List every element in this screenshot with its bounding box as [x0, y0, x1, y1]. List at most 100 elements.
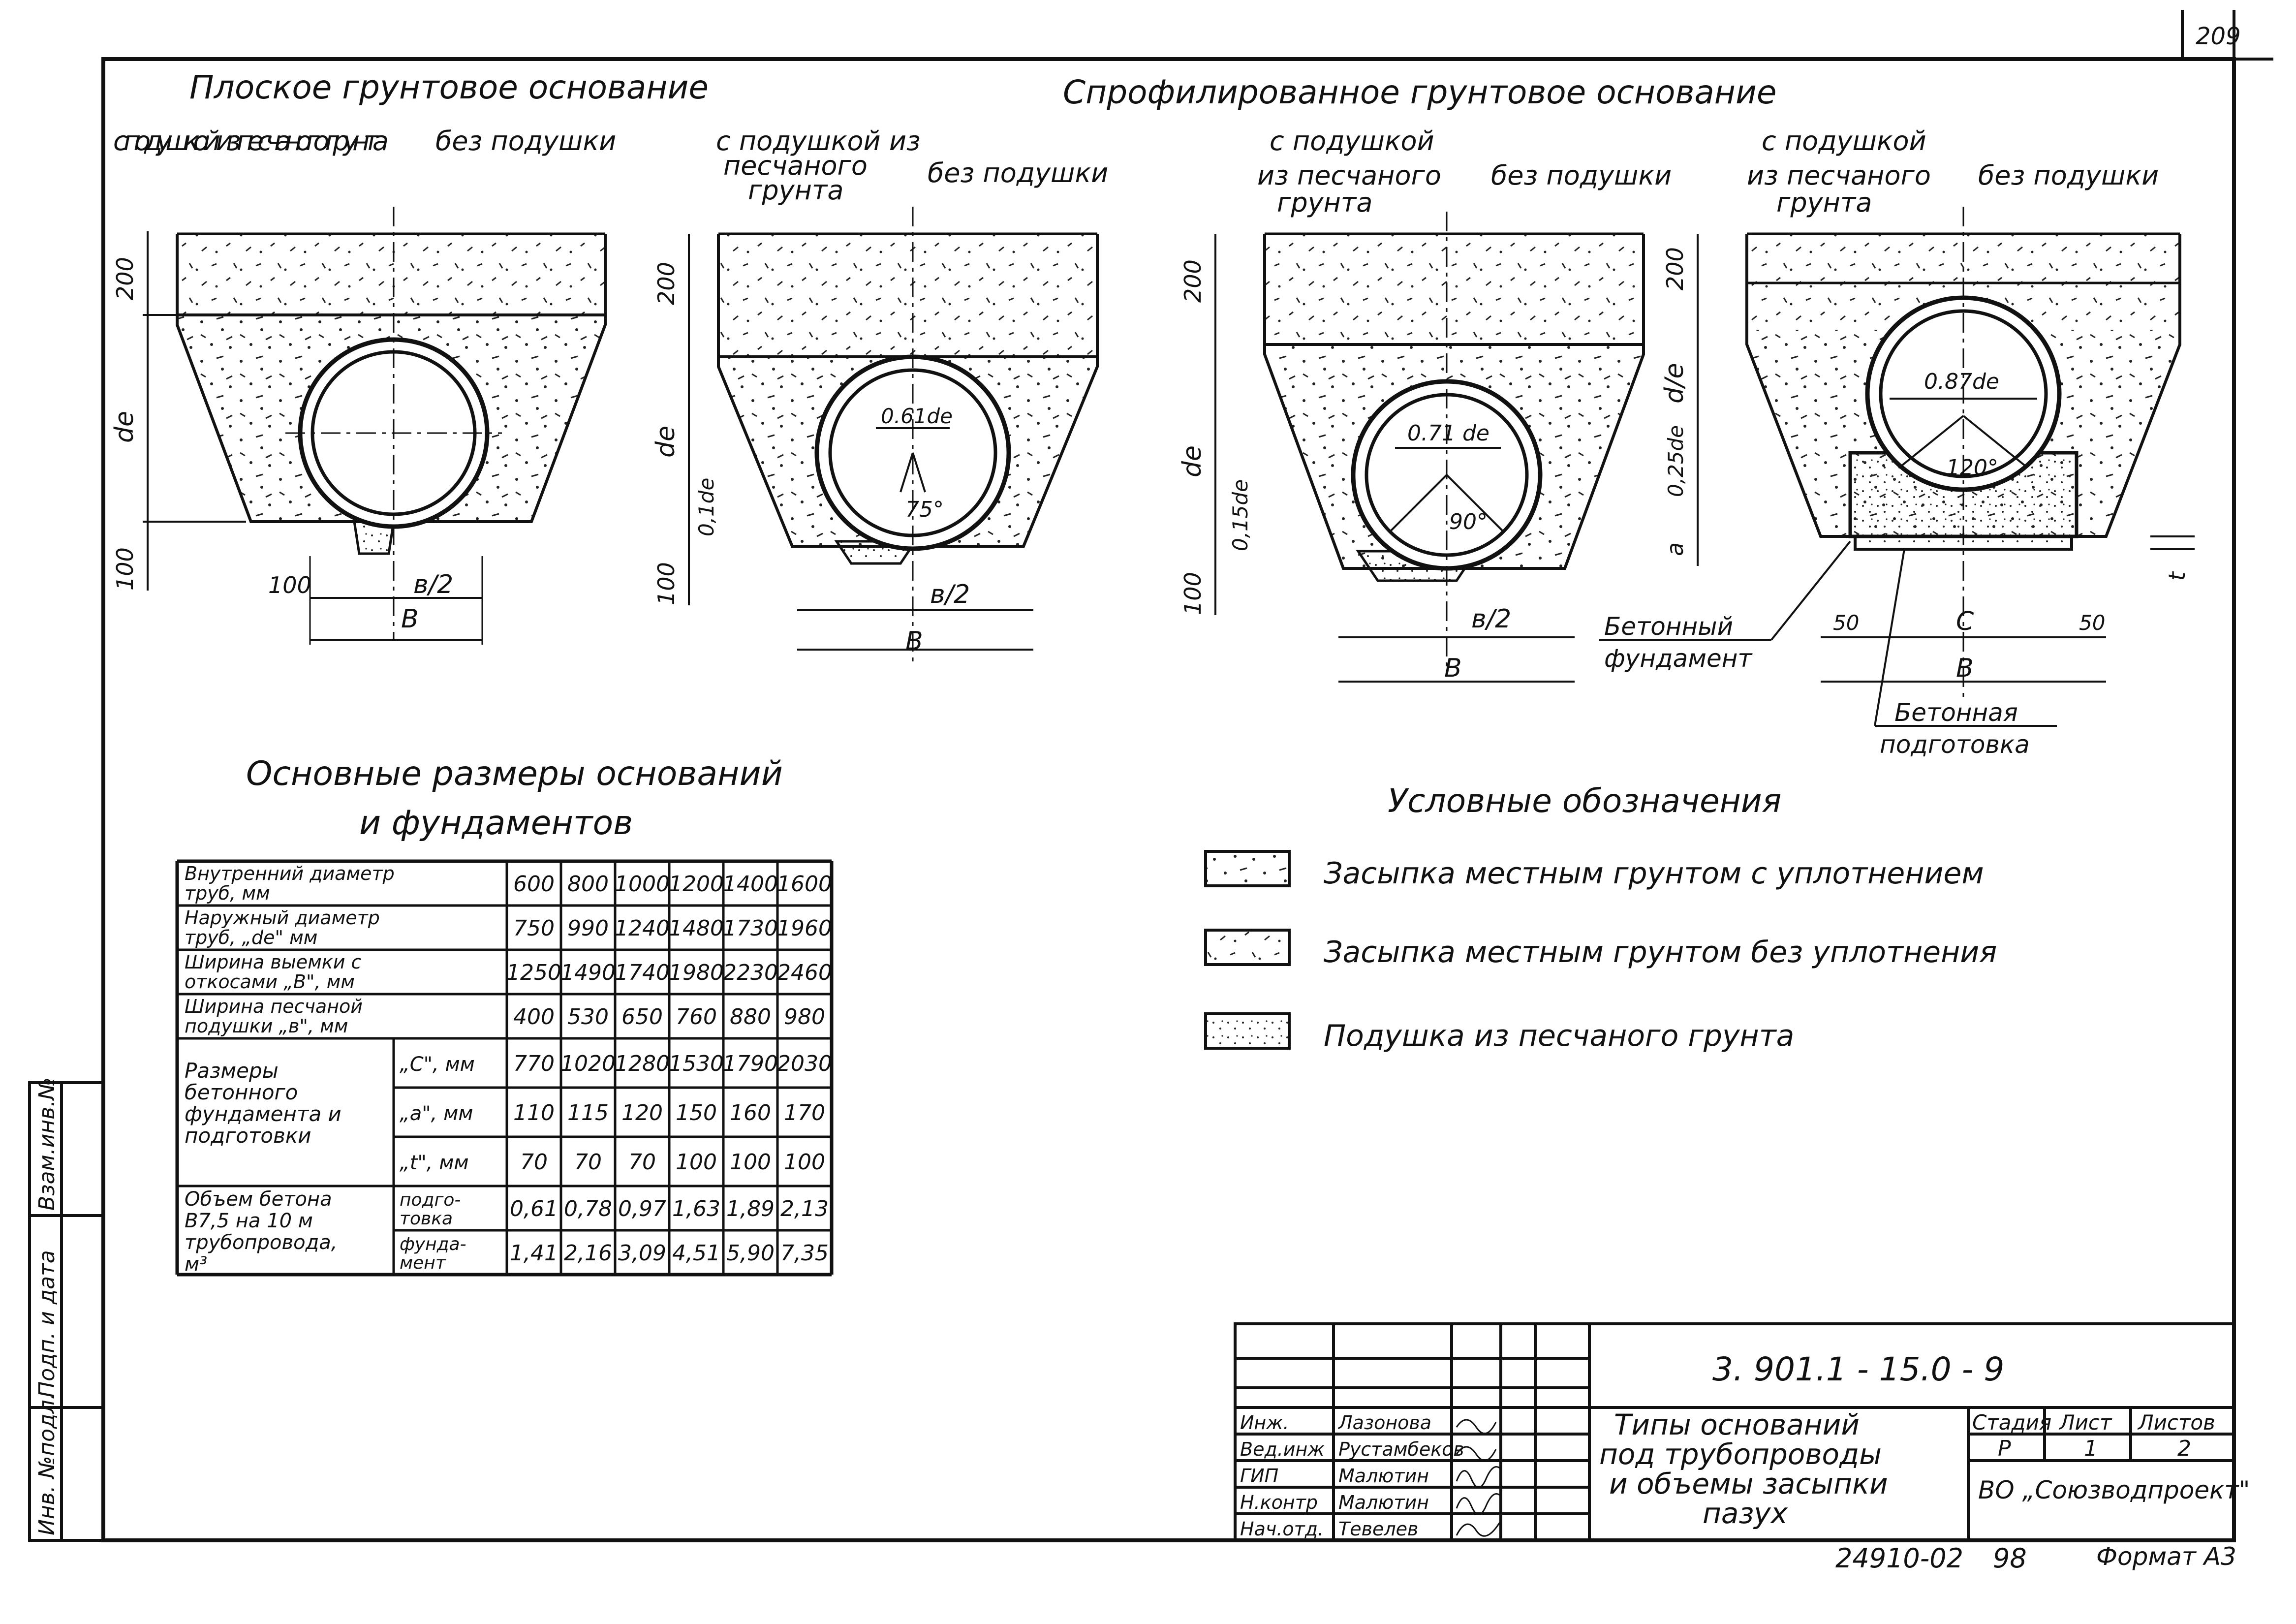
dim-label: 90° — [1449, 509, 1488, 534]
role: Инж. — [1240, 1412, 1289, 1434]
table-row-label: Внутренний диаметр — [185, 863, 395, 884]
dim-label: 0.87de — [1924, 369, 1999, 394]
subheading: грунта — [1776, 187, 1872, 218]
title-flat: Плоское грунтовое основание — [189, 68, 709, 106]
signatures — [1456, 1419, 1502, 1537]
legend: Условные обозначения Засыпка местным гру… — [1204, 782, 1997, 1053]
legend-item: Подушка из песчаного грунта — [1324, 1019, 1794, 1053]
table-cell: 2230 — [723, 960, 778, 985]
table-cell: 800 — [567, 872, 609, 897]
person: Малютин — [1338, 1492, 1429, 1513]
dim-label: в/2 — [1471, 604, 1511, 634]
table-cell: 400 — [513, 1004, 555, 1030]
role: ГИП — [1240, 1465, 1278, 1487]
dim-label: В — [905, 626, 923, 656]
dim-label: а — [1662, 542, 1688, 556]
table-row-label: Ширина выемки с — [185, 951, 362, 973]
person: Рустамбеков — [1338, 1438, 1464, 1460]
table-row-label: Ширина песчаной — [185, 996, 363, 1017]
title-block: 3. 901.1 - 15.0 - 9 Типы оснований под т… — [1234, 1322, 2250, 1542]
subheading: с подушкой — [1762, 125, 1926, 156]
callout-label: Бетонная — [1894, 698, 2018, 727]
table-cell: 760 — [676, 1004, 717, 1030]
table-cell: 650 — [621, 1004, 663, 1030]
table-cell: 4,51 — [672, 1241, 720, 1266]
person: Лазонова — [1337, 1412, 1431, 1434]
stamp-label: Подп. и дата — [34, 1250, 60, 1398]
legend-item: Засыпка местным грунтом без уплотнения — [1324, 935, 1997, 969]
table-cell: 2030 — [777, 1051, 832, 1076]
dim-label: в/2 — [413, 570, 453, 599]
table-cell: 170 — [784, 1100, 825, 1125]
callout-label: Бетонный — [1604, 612, 1733, 641]
table-cell: 0,78 — [564, 1196, 612, 1221]
legend-item: Засыпка местным грунтом с уплотнением — [1324, 856, 1984, 891]
dim-label: 200 — [1179, 259, 1206, 303]
dim-label: 0.71 de — [1407, 421, 1489, 446]
subheading: грунта — [748, 175, 843, 206]
dim-label: В — [401, 604, 419, 634]
table-cell: 770 — [513, 1051, 555, 1076]
table-cell: 1480 — [669, 916, 724, 941]
table-cell: 1490 — [560, 960, 616, 985]
table-cell: 1200 — [669, 872, 724, 897]
table-group-label: бетонного — [185, 1080, 298, 1104]
table-cell: 0,97 — [618, 1196, 666, 1221]
dim-label: в/2 — [930, 580, 970, 609]
table-sub-label: фунда- — [400, 1234, 466, 1254]
format-label: Формат А3 — [2096, 1542, 2236, 1571]
table-cell: 0,61 — [510, 1196, 558, 1221]
dim-label: В — [1956, 654, 1974, 683]
subheading: из песчаного — [1747, 160, 1931, 191]
dim-label: de — [110, 411, 139, 443]
dim-label: В — [1444, 654, 1462, 683]
table-cell: 100 — [784, 1150, 825, 1175]
table-cell: 1730 — [723, 916, 778, 941]
section-profiled-120: 0.87de 120° 200 d/e 0,25de а t 50 50 С В… — [1599, 207, 2195, 759]
dim-label: de — [1178, 445, 1207, 477]
table-cell: 110 — [513, 1100, 555, 1125]
sheet-value: 1 — [2084, 1436, 2098, 1461]
table-cell: 600 — [513, 872, 555, 897]
subheading: с подушкой — [1270, 125, 1434, 156]
role: Вед.инж — [1240, 1438, 1325, 1460]
table-cell: 1,89 — [726, 1196, 775, 1221]
person: Тевелев — [1338, 1518, 1418, 1540]
org-name: ВО „Союзводпроект" — [1978, 1476, 2250, 1504]
doc-name: под трубопроводы — [1599, 1437, 1882, 1471]
callout-label: подготовка — [1880, 730, 2030, 759]
dim-label: de — [651, 426, 681, 458]
doc-name: пазух — [1703, 1497, 1788, 1530]
table-cell: 990 — [567, 916, 609, 941]
table-cell: 100 — [730, 1150, 771, 1175]
subheading: без подушки — [435, 125, 616, 156]
table-row-label: Наружный диаметр — [185, 907, 380, 929]
legend-swatch-sand — [1204, 1012, 1291, 1050]
doc-name: Типы оснований — [1614, 1408, 1860, 1441]
table-group-label: Размеры — [185, 1059, 279, 1083]
table-title: Основные размеры оснований — [246, 754, 783, 793]
table-group-label: фундамента и — [185, 1102, 341, 1126]
subheading: с подушкой из песчаного грунта — [113, 125, 389, 156]
table-row-label: откосами „В", мм — [185, 971, 355, 993]
dimension-table: Основные размеры оснований и фундаментов… — [175, 754, 834, 1277]
subheading: без подушки — [1978, 160, 2159, 191]
table-group-label: подготовки — [185, 1124, 311, 1148]
table-cell: 1600 — [777, 872, 832, 897]
table-sub-label: товка — [400, 1209, 453, 1229]
dim-label: 100 — [268, 572, 311, 598]
dim-label: 0,1de — [694, 478, 718, 536]
table-group-label: трубопровода, — [185, 1231, 337, 1254]
table-cell: 1280 — [615, 1051, 670, 1076]
subheading: из песчаного — [1257, 160, 1441, 191]
stamp-label: Взам.инв.№ — [34, 1077, 60, 1211]
role: Н.контр — [1240, 1492, 1318, 1513]
table-sub-label: „С", мм — [400, 1053, 475, 1076]
dim-label: 200 — [653, 262, 680, 305]
table-cell: 1240 — [615, 916, 670, 941]
stamp-label: Инв. №подл. — [34, 1393, 60, 1535]
table-cell: 1000 — [615, 872, 670, 897]
section-flat-cushion: 200 de 100 100 в/2 В — [110, 207, 607, 645]
dim-label: t — [2164, 571, 2190, 581]
